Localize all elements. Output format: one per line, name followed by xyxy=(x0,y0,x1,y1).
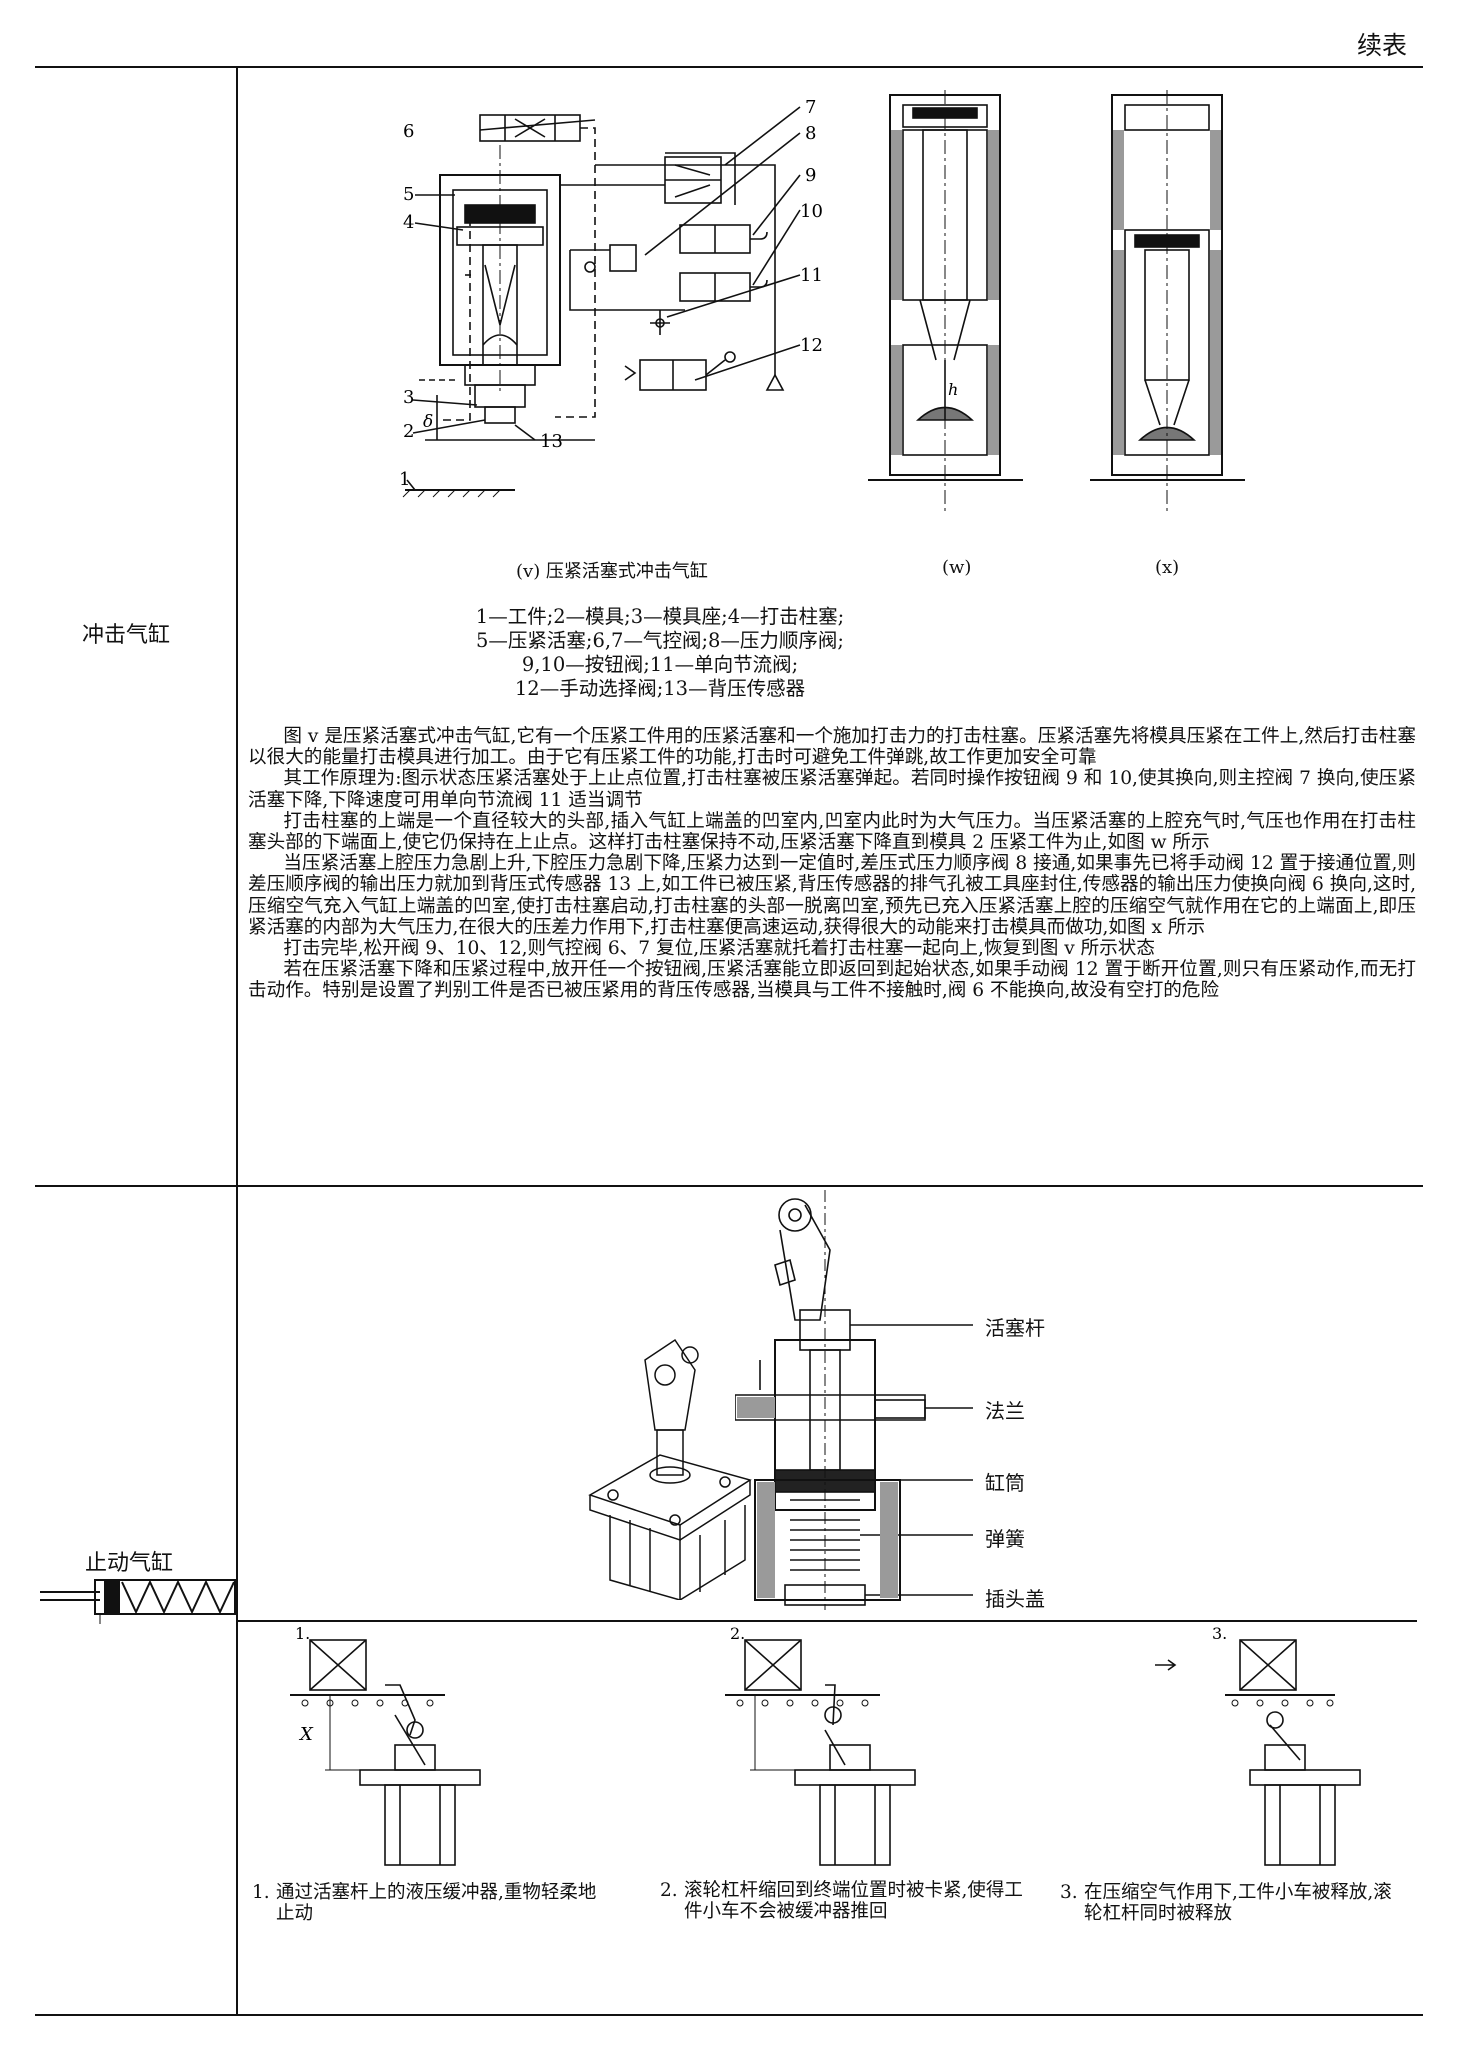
figure-w: h xyxy=(868,90,1023,515)
figure-x xyxy=(1090,90,1245,515)
inner-divider xyxy=(237,1620,1417,1622)
step-2-diagram: 2. xyxy=(725,1625,916,1866)
step-1-text: 1. 通过活塞杆上的液压缓冲器,重物轻柔地止动 xyxy=(252,1882,612,1924)
callout-6: 6 xyxy=(403,121,414,142)
part-label-cylinder-barrel: 缸筒 xyxy=(985,1471,1025,1495)
table-bottom-border xyxy=(35,2014,1423,2016)
stopper-cylinder-symbol xyxy=(40,1579,236,1624)
callout-10: 10 xyxy=(800,201,823,222)
step-2-number-mark: 2. xyxy=(730,1625,745,1643)
step-1-number-mark: 1. xyxy=(295,1625,310,1643)
paragraph: 图 v 是压紧活塞式冲击气缸,它有一个压紧工件用的压紧活塞和一个施加打击力的打击… xyxy=(248,726,1416,769)
paragraph: 打击完毕,松开阀 9、10、12,则气控阀 6、7 复位,压紧活塞就托着打击柱塞… xyxy=(283,938,1155,960)
callout-12: 12 xyxy=(800,335,823,356)
step-2-description: 滚轮杠杆缩回到终端位置时被卡紧,使得工件小车不会被缓冲器推回 xyxy=(684,1880,1023,1922)
step-3-text: 3. 在压缩空气作用下,工件小车被释放,滚轮杠杆同时被释放 xyxy=(1060,1882,1405,1924)
fig-v-caption: (v) 压紧活塞式冲击气缸 xyxy=(516,561,708,582)
callout-4: 4 xyxy=(403,212,414,233)
step-3-number: 3. xyxy=(1060,1882,1078,1903)
part-label-flange: 法兰 xyxy=(985,1399,1025,1423)
paragraph: 若在压紧活塞下降和压紧过程中,放开任一个按钮阀,压紧活塞能立即返回到起始状态,如… xyxy=(248,959,1416,1002)
paragraph: 其工作原理为:图示状态压紧活塞处于上止点位置,打击柱塞被压紧活塞弹起。若同时操作… xyxy=(248,768,1416,811)
dim-x-label: X xyxy=(298,1724,314,1745)
step-2-number: 2. xyxy=(660,1880,678,1901)
callout-5: 5 xyxy=(403,184,414,205)
callout-delta: δ xyxy=(423,412,433,432)
step-3-diagram: 3. xyxy=(1155,1625,1361,1866)
paragraph: 打击柱塞的上端是一个直径较大的头部,插入气缸上端盖的凹室内,凹室内此时为大气压力… xyxy=(248,810,1416,854)
callout-13: 13 xyxy=(540,431,563,452)
step-1-number: 1. xyxy=(252,1882,270,1903)
fig-w-caption: (w) xyxy=(942,557,972,578)
part-label-spring: 弹簧 xyxy=(985,1527,1025,1551)
continued-label: 续表 xyxy=(1356,31,1407,60)
row-label-impact-cylinder: 冲击气缸 xyxy=(82,623,171,648)
column-divider xyxy=(236,67,238,2015)
callout-1: 1 xyxy=(399,469,410,490)
table-top-border xyxy=(35,66,1423,68)
paragraph: 当压紧活塞上腔压力急剧上升,下腔压力急剧下降,压紧力达到一定值时,差压式压力顺序… xyxy=(248,853,1416,938)
part-label-plug-cover: 插头盖 xyxy=(985,1587,1045,1611)
legend-line: 5—压紧活塞;6,7—气控阀;8—压力顺序阀; xyxy=(475,629,845,652)
stopper-cylinder-section-view xyxy=(735,1190,973,1610)
step-2-text: 2. 滚轮杠杆缩回到终端位置时被卡紧,使得工件小车不会被缓冲器推回 xyxy=(660,1880,1035,1922)
callout-9: 9 xyxy=(805,165,816,186)
legend-line: 1—工件;2—模具;3—模具座;4—打击柱塞; xyxy=(475,605,845,628)
callout-h: h xyxy=(948,380,958,399)
figure-v-compressing-piston-impact-cylinder: 6 5 4 3 2 1 13 δ 7 8 9 10 11 12 xyxy=(399,97,823,498)
step-3-description: 在压缩空气作用下,工件小车被释放,滚轮杠杆同时被释放 xyxy=(1084,1882,1392,1924)
step-1-diagram: 1. X xyxy=(290,1625,481,1866)
row-divider xyxy=(35,1185,1423,1187)
row-label-stopper-cylinder: 止动气缸 xyxy=(85,1551,174,1576)
step-3-number-mark: 3. xyxy=(1212,1625,1227,1643)
callout-8: 8 xyxy=(805,123,816,144)
step-1-description: 通过活塞杆上的液压缓冲器,重物轻柔地止动 xyxy=(276,1882,597,1924)
legend-line: 9,10—按钮阀;11—单向节流阀; xyxy=(521,653,799,676)
legend-line: 12—手动选择阀;13—背压传感器 xyxy=(514,677,806,700)
figure-legend: 1—工件;2—模具;3—模具座;4—打击柱塞; 5—压紧活塞;6,7—气控阀;8… xyxy=(400,605,920,701)
part-label-piston-rod: 活塞杆 xyxy=(985,1316,1045,1340)
callout-11: 11 xyxy=(800,265,823,286)
callout-7: 7 xyxy=(805,97,816,118)
callout-3: 3 xyxy=(403,387,414,408)
description-text: 图 v 是压紧活塞式冲击气缸,它有一个压紧工件用的压紧活塞和一个施加打击力的打击… xyxy=(248,726,1416,1002)
callout-2: 2 xyxy=(403,421,414,442)
stopper-cylinder-3d-view xyxy=(588,1338,752,1600)
fig-x-caption: (x) xyxy=(1155,557,1180,578)
